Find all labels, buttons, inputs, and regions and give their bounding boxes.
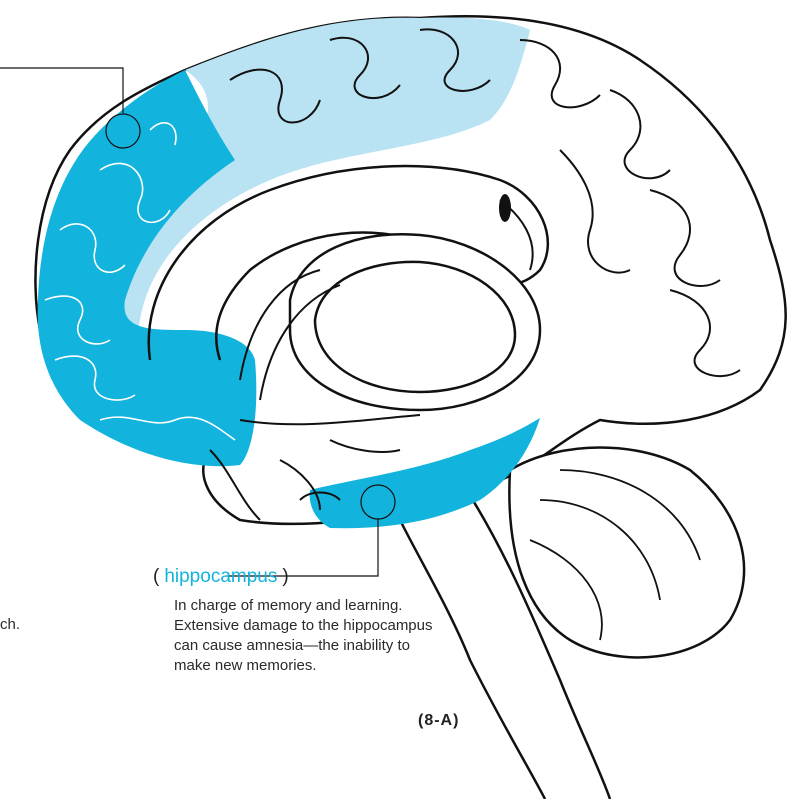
hippocampus-term: hippocampus xyxy=(164,566,277,588)
open-paren: ( xyxy=(153,566,159,588)
prefrontal-callout-line xyxy=(0,68,123,113)
hippocampus-label: ( hippocampus ) xyxy=(153,566,289,588)
fornix-opening xyxy=(499,194,511,222)
cut-off-text: ch. xyxy=(0,616,20,633)
close-paren: ) xyxy=(282,566,288,588)
cerebellum xyxy=(509,448,744,658)
hippocampus-description: In charge of memory and learning. Extens… xyxy=(174,596,444,676)
figure-id: (8-A) xyxy=(418,712,459,730)
